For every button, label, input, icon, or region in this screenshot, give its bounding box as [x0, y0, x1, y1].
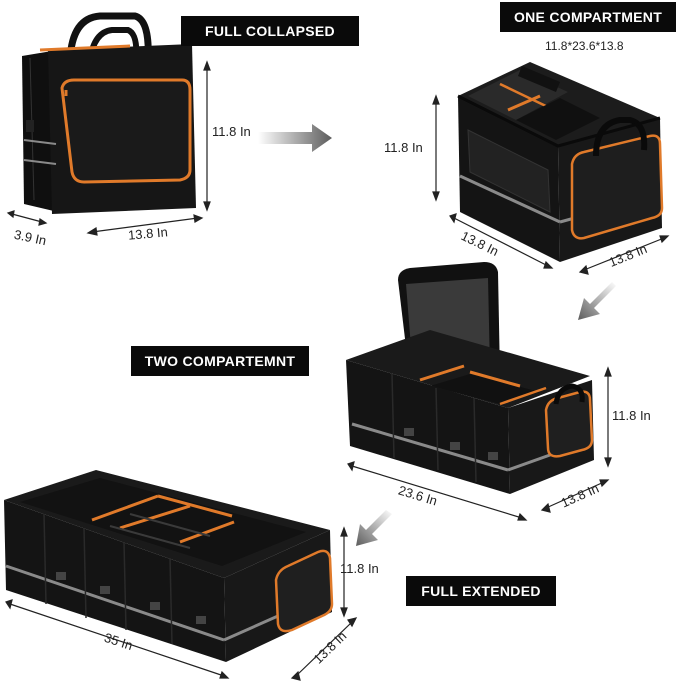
arrow-down-left-icon: [578, 282, 616, 320]
full-collapsed-label: FULL COLLAPSED: [181, 16, 359, 46]
one-compartment-dimension-lines: [432, 94, 670, 275]
collapsed-dimension-lines: [6, 60, 211, 236]
one-compartment-organizer: [457, 62, 664, 262]
two-compartment-label: TWO COMPARTEMNT: [131, 346, 309, 376]
one-compartment-label: ONE COMPARTMENT: [500, 2, 676, 32]
full-height-label: 11.8 In: [340, 561, 379, 576]
one-compartment-dimensions: 11.8*23.6*13.8: [545, 39, 624, 53]
arrow-down-left-icon: [356, 510, 392, 546]
collapsed-height-label: 11.8 In: [212, 124, 251, 139]
two-compartment-dimension-lines: [347, 366, 612, 521]
arrow-right-icon: [258, 124, 332, 152]
full-extended-label: FULL EXTENDED: [406, 576, 556, 606]
collapsed-organizer: [22, 12, 196, 214]
two-compartment-organizer: [346, 262, 594, 494]
two-height-label: 11.8 In: [612, 408, 651, 423]
one-height-label: 11.8 In: [384, 140, 423, 155]
full-extended-organizer: [4, 470, 334, 662]
full-extended-dimension-lines: [5, 526, 358, 681]
